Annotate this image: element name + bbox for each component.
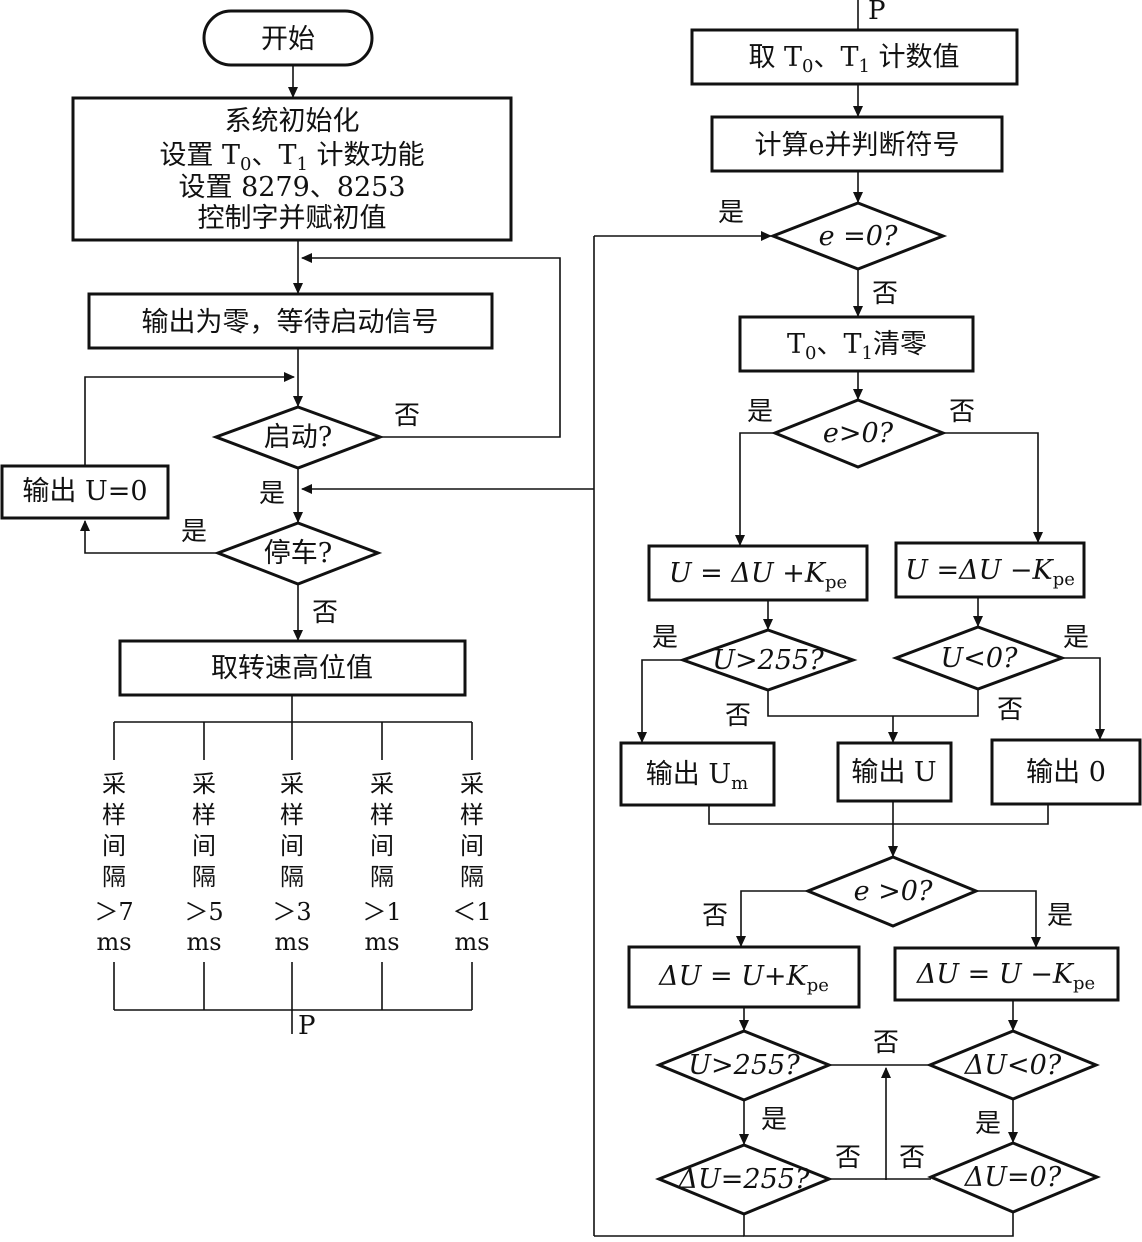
u-plus-label: U = ΔU +Kpe <box>669 558 847 593</box>
sample-column-5-char-5: ＜1 <box>452 898 491 926</box>
sample-column-2-char-5: ＞5 <box>184 898 223 926</box>
e-zero-label: e =0? <box>819 221 898 252</box>
e-positive-no-label: 否 <box>949 397 975 427</box>
sample-column-3-char-3: 间 <box>280 832 304 860</box>
calc-e-label: 计算e并判断符号 <box>755 130 960 161</box>
du-plus-label: ΔU = U+Kpe <box>658 961 829 996</box>
stop-yes-label: 是 <box>181 517 207 547</box>
du-minus-label: ΔU = U −Kpe <box>916 959 1095 994</box>
init-line-2: 设置 T0、T1 计数功能 <box>159 140 424 175</box>
wait-label: 输出为零，等待启动信号 <box>142 307 439 338</box>
e-zero-yes-label: 是 <box>718 198 744 228</box>
speed-high-box <box>118 639 467 697</box>
sample-column-3-char-2: 样 <box>280 801 304 829</box>
e-positive-decision <box>770 398 948 469</box>
connector-p-bottom: P <box>298 1011 316 1041</box>
output-u0-label: 输出 U=0 <box>22 476 147 507</box>
calc-e-box <box>710 115 1004 173</box>
start-terminal <box>202 9 374 67</box>
du-equal-255-no-label: 否 <box>835 1143 861 1173</box>
du-equal-255-label: ΔU=255? <box>678 1164 810 1195</box>
du-minus-box <box>893 946 1120 1002</box>
sample-column-1-char-3: 间 <box>102 832 126 860</box>
u-plus-box <box>647 544 869 602</box>
sample-column-3-char-6: ms <box>274 928 309 956</box>
u-minus-label: U =ΔU −Kpe <box>905 555 1075 590</box>
take-count-label: 取 T0、T1 计数值 <box>748 42 959 77</box>
sample-column-1-char-6: ms <box>96 928 131 956</box>
sample-column-5-char-3: 间 <box>460 832 484 860</box>
sample-column-1-char-1: 采 <box>102 770 126 798</box>
output-0-box <box>990 738 1142 806</box>
sample-column-1-char-5: ＞7 <box>94 898 133 926</box>
take-count-box <box>690 28 1019 86</box>
connector-p-top: P <box>868 0 886 26</box>
sample-column-2-char-2: 样 <box>192 801 216 829</box>
output-um-box <box>619 741 776 807</box>
start-label: 开始 <box>261 24 315 55</box>
sample-column-2-char-1: 采 <box>192 770 216 798</box>
wait-box <box>87 292 494 350</box>
output-um-label: 输出 Um <box>646 759 748 794</box>
sample-column-3-char-5: ＞3 <box>272 898 311 926</box>
stop-decision-label: 停车? <box>264 538 332 569</box>
speed-high-label: 取转速高位值 <box>211 653 373 684</box>
u-over-255-2-yes-label: 是 <box>761 1105 787 1135</box>
clear-label: T0、T1清零 <box>787 329 927 364</box>
e-positive-label-2: e >0? <box>854 876 933 907</box>
sample-column-3-char-1: 采 <box>280 770 304 798</box>
sample-column-5-char-4: 隔 <box>460 863 484 891</box>
start-decision-label: 启动? <box>264 422 332 453</box>
u-over-255-label: U>255? <box>712 645 824 676</box>
du-below-0-yes-label: 是 <box>975 1109 1001 1139</box>
e-positive-2-yes-label: 是 <box>1047 901 1073 931</box>
u-over-255-label-2: U>255? <box>688 1050 800 1081</box>
u-over-255-no-label: 否 <box>725 701 751 731</box>
sample-column-3-char-4: 隔 <box>280 863 304 891</box>
sample-column-4-char-2: 样 <box>370 801 394 829</box>
sample-column-4-char-1: 采 <box>370 770 394 798</box>
clear-box <box>738 315 975 373</box>
init-line-4: 控制字并赋初值 <box>198 203 387 234</box>
u-below-0-no-label: 否 <box>997 695 1023 725</box>
init-line-3: 设置 8279、8253 <box>178 172 405 203</box>
e-positive-2-no-label: 否 <box>702 901 728 931</box>
sample-column-5-char-2: 样 <box>460 801 484 829</box>
e-zero-no-label: 否 <box>872 279 898 309</box>
sample-column-4-char-3: 间 <box>370 832 394 860</box>
u-minus-box <box>894 541 1086 599</box>
sample-column-2-char-4: 隔 <box>192 863 216 891</box>
u-below-0-yes-label: 是 <box>1063 623 1089 653</box>
u-over-255-yes-label: 是 <box>652 623 678 653</box>
sample-column-1-char-2: 样 <box>102 801 126 829</box>
init-line-1: 系统初始化 <box>225 106 360 137</box>
start-no-label: 否 <box>394 401 420 431</box>
sample-column-2-char-3: 间 <box>192 832 216 860</box>
u-below-0-label: U<0? <box>940 643 1018 674</box>
e-positive-label: e>0? <box>823 418 894 449</box>
output-u-label: 输出 U <box>851 757 936 788</box>
stop-no-label: 否 <box>312 598 338 628</box>
output-0-label: 输出 0 <box>1026 757 1106 788</box>
du-equal-0-no-label: 否 <box>899 1143 925 1173</box>
sample-column-4-char-4: 隔 <box>370 863 394 891</box>
e-positive-decision-2 <box>804 855 980 928</box>
e-positive-yes-label: 是 <box>747 397 773 427</box>
sample-column-5-char-6: ms <box>454 928 489 956</box>
init-box <box>71 96 513 242</box>
sample-column-1-char-4: 隔 <box>102 863 126 891</box>
sample-column-2-char-6: ms <box>186 928 221 956</box>
du-plus-box <box>627 945 861 1009</box>
du-below-0-label: ΔU<0? <box>964 1050 1062 1081</box>
output-u-box <box>836 741 953 803</box>
sample-column-4-char-6: ms <box>364 928 399 956</box>
start-yes-label: 是 <box>259 479 285 509</box>
sample-column-4-char-5: ＞1 <box>362 898 401 926</box>
middle-no-label: 否 <box>873 1028 899 1058</box>
sample-column-5-char-1: 采 <box>460 770 484 798</box>
du-equal-0-label: ΔU=0? <box>964 1162 1062 1193</box>
